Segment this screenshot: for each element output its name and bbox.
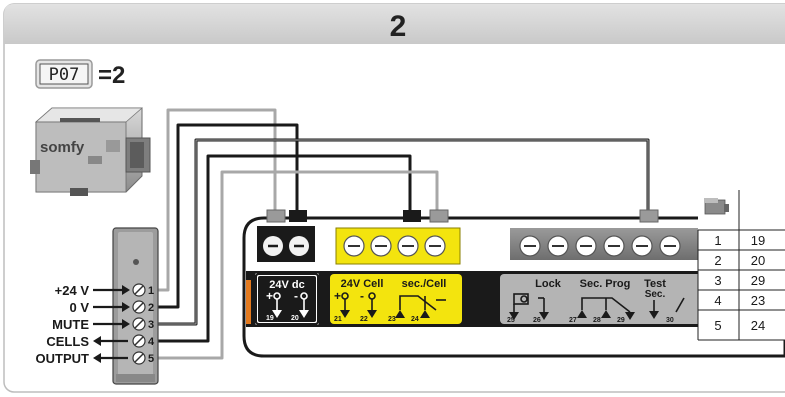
pin-30: 30	[666, 317, 674, 324]
label-lock: Lock	[535, 278, 562, 290]
wire-2	[158, 123, 299, 309]
pin-29: 29	[617, 317, 625, 324]
pin-20: 20	[291, 315, 299, 322]
label-test-sec: Sec.	[645, 289, 666, 300]
label-24vcell: 24V Cell	[341, 278, 384, 290]
pin-23: 23	[388, 316, 396, 323]
pin-26: 26	[533, 317, 541, 324]
mapping-table-bg	[698, 190, 785, 340]
polarity-21: +	[334, 289, 341, 303]
parameter-value: =2	[98, 62, 125, 89]
table-cell: 20	[751, 253, 765, 268]
table-cell: 24	[751, 318, 765, 333]
terminal-label-2: 0 V	[69, 300, 89, 315]
pin-24: 24	[411, 316, 419, 323]
pin-22: 22	[360, 316, 368, 323]
terminal-label-3: MUTE	[52, 317, 89, 332]
wire-1	[158, 108, 277, 292]
terminal-number-5: 5	[148, 353, 154, 365]
label-secprog: Sec. Prog	[580, 278, 631, 290]
parameter-display: P07 =2	[35, 59, 125, 89]
accent-stripe	[246, 280, 251, 324]
pin-21: 21	[334, 316, 342, 323]
table-cell: 1	[714, 233, 721, 248]
photocell-icon	[704, 198, 729, 215]
wire-5	[158, 170, 439, 360]
polarity-20: -	[294, 289, 298, 303]
polarity-19: +	[266, 289, 273, 303]
label-test: Test	[644, 278, 666, 290]
terminal-label-1: +24 V	[55, 283, 90, 298]
terminal-labels: +24 V 0 V MUTE CELLS OUTPUT 1 2 3 4 5	[36, 283, 155, 366]
table-cell: 29	[751, 273, 765, 288]
pin-19: 19	[266, 315, 274, 322]
pin-27: 27	[569, 317, 577, 324]
parameter-code: P07	[49, 65, 80, 85]
step-number: 2	[390, 10, 407, 43]
table-cell: 4	[714, 293, 721, 308]
terminal-number-1: 1	[148, 285, 154, 297]
table-cell: 5	[714, 318, 721, 333]
control-board: 24V dc + - 19 20 24V Cell sec./Cell + - …	[242, 209, 785, 358]
sensor-brand: somfy	[40, 139, 85, 156]
table-cell: 3	[714, 273, 721, 288]
wire-3-core	[158, 139, 649, 325]
pin-25: 25	[507, 317, 515, 324]
terminal-label-4: CELLS	[46, 334, 89, 349]
mapping-table: 1 19 2 20 3 29 4 23 5 24	[697, 190, 785, 341]
terminal-number-3: 3	[148, 319, 154, 331]
terminal-number-2: 2	[148, 302, 154, 314]
label-24vdc: 24V dc	[269, 279, 304, 291]
photocell-sensor: somfy	[30, 107, 151, 196]
table-cell: 19	[751, 233, 765, 248]
table-cell: 2	[714, 253, 721, 268]
terminal-label-5: OUTPUT	[36, 351, 90, 366]
header-band	[4, 4, 785, 44]
pin-28: 28	[593, 317, 601, 324]
polarity-22: -	[360, 289, 364, 303]
label-seccell: sec./Cell	[402, 278, 447, 290]
wires	[158, 108, 650, 360]
terminal-number-4: 4	[148, 336, 155, 348]
table-cell: 23	[751, 293, 765, 308]
wire-4	[158, 154, 412, 343]
